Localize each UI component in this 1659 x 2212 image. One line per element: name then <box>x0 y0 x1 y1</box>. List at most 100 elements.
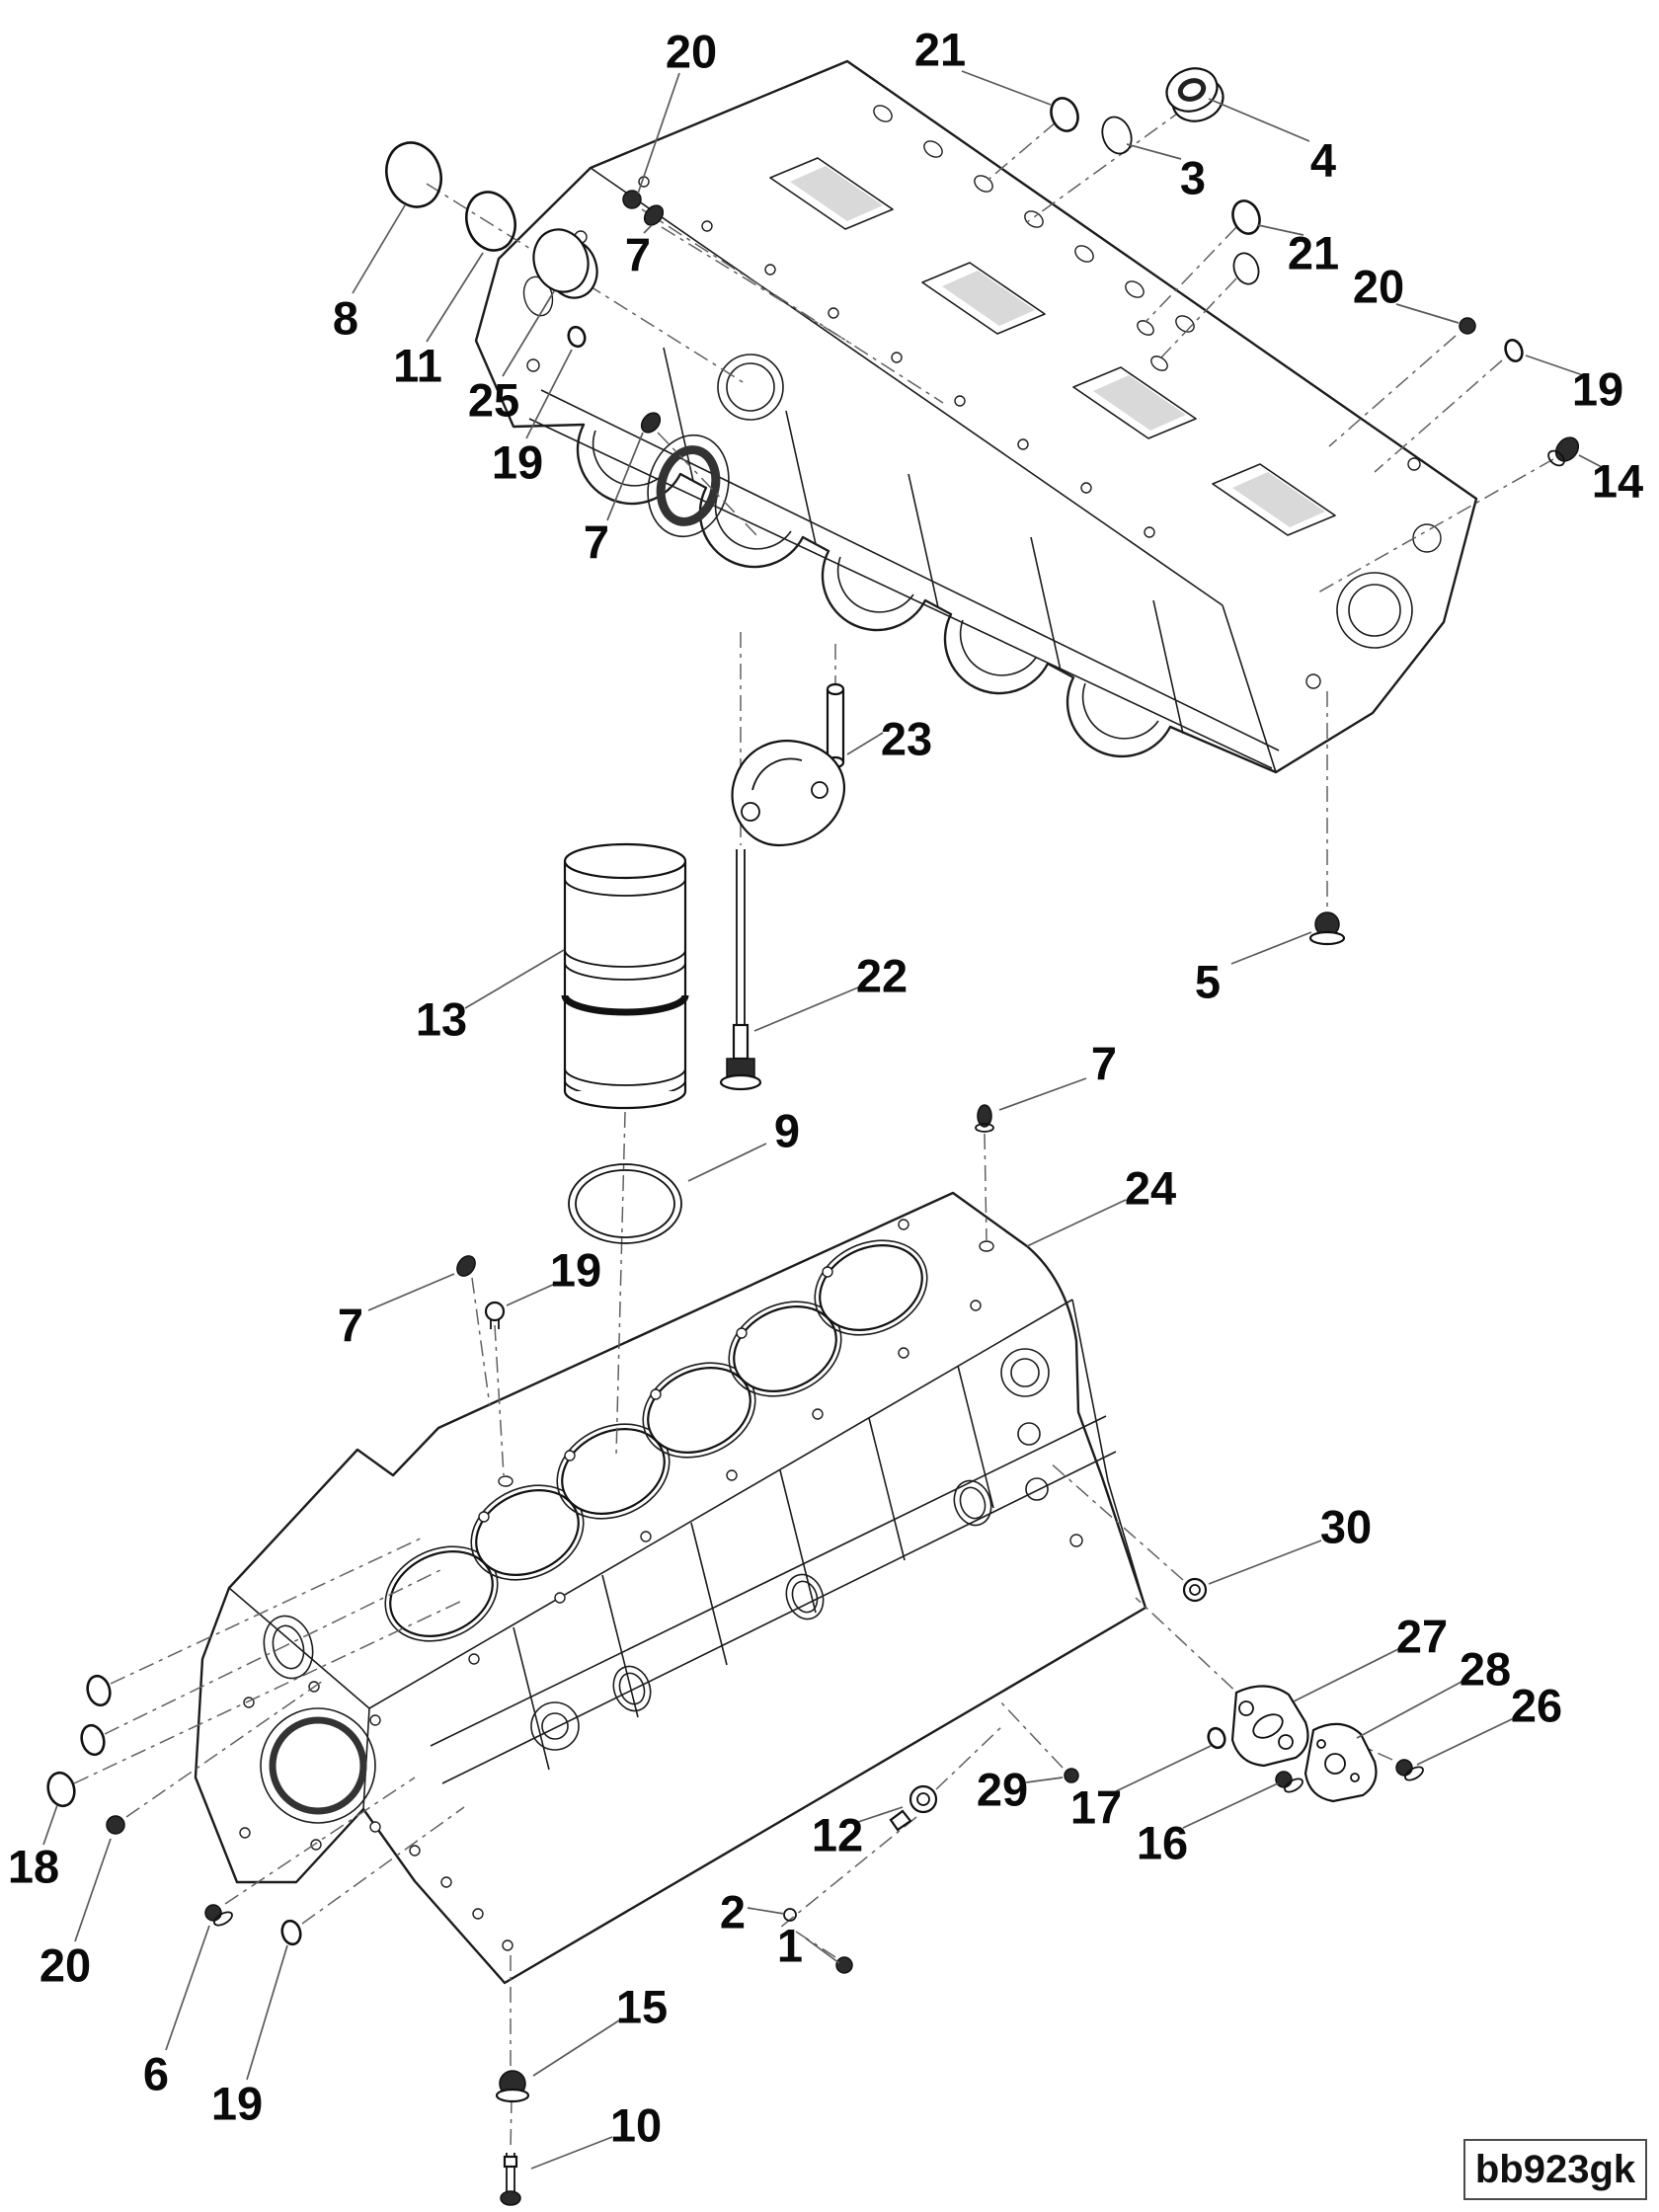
leader-line-7-9 <box>606 432 644 521</box>
callout-label-20-11: 20 <box>1353 261 1404 313</box>
callout-label-7-9: 7 <box>584 516 609 569</box>
callout-label-27-24: 27 <box>1396 1611 1448 1663</box>
callout-label-28-25: 28 <box>1460 1643 1511 1696</box>
plug-7-second <box>640 412 662 434</box>
callout-label-25-6: 25 <box>468 374 519 427</box>
cylinder-liner-13 <box>561 842 689 1110</box>
leader-line-20-0 <box>637 72 680 195</box>
leader-line-28-25 <box>1356 1681 1462 1739</box>
callout-label-9-18: 9 <box>774 1105 800 1157</box>
plug-7-upper <box>643 204 665 226</box>
callout-label-20-34: 20 <box>40 1939 91 1992</box>
plug-1 <box>835 1956 853 1974</box>
leader-line-10-38 <box>530 2136 613 2170</box>
leader-line-4-3 <box>1208 98 1310 142</box>
callout-label-7-22: 7 <box>338 1300 363 1352</box>
leader-line-13-17 <box>464 949 565 1009</box>
o-ring-2 <box>783 1908 797 1922</box>
upper-block-rear-face <box>1305 457 1442 689</box>
cylinder-bores <box>384 1239 928 1642</box>
leader-line-12-30 <box>854 1806 904 1824</box>
leader-line-21-1 <box>961 70 1052 106</box>
pan-rail-windows <box>769 157 1336 536</box>
leader-line-25-6 <box>502 290 555 377</box>
leader-line-20-11 <box>1395 303 1460 324</box>
o-ring-21-right <box>1231 199 1261 235</box>
callout-label-23-14: 23 <box>881 713 932 765</box>
leader-line-8-4 <box>352 204 406 294</box>
leader-line-20-34 <box>74 1838 112 1942</box>
leader-line-14-13 <box>1578 454 1603 468</box>
o-ring-19-left <box>567 325 587 349</box>
plug-6 <box>204 1904 233 1927</box>
lower-block-front-face <box>239 1615 514 1951</box>
callout-label-18-33: 18 <box>8 1841 59 1893</box>
pin-19-mid <box>484 1301 506 1329</box>
plug-20-bottom <box>106 1815 125 1835</box>
o-ring-18b <box>80 1723 106 1757</box>
deck-bolt-holes <box>468 1219 994 1665</box>
callout-label-10-38: 10 <box>610 2099 662 2152</box>
nut-30 <box>1182 1577 1208 1603</box>
leader-line-22-15 <box>753 987 859 1032</box>
o-ring-19-right <box>1504 339 1524 362</box>
callout-label-3-2: 3 <box>1180 152 1206 204</box>
callout-label-19-7: 19 <box>492 436 543 489</box>
leader-line-7-8 <box>643 224 653 234</box>
plug-15 <box>495 2070 530 2103</box>
cup-4 <box>1165 67 1224 122</box>
callout-label-29-29: 29 <box>977 1764 1028 1816</box>
leader-line-19-12 <box>1525 355 1587 377</box>
leader-line-9-18 <box>687 1143 767 1182</box>
leader-line-27-24 <box>1293 1648 1399 1702</box>
leader-line-29-29 <box>1025 1777 1064 1783</box>
leader-line-6-35 <box>165 1925 210 2051</box>
leader-line-19-7 <box>525 349 573 439</box>
callout-label-8-4: 8 <box>333 292 358 345</box>
o-ring-17 <box>1207 1726 1226 1750</box>
plug-14 <box>1547 436 1580 467</box>
callout-label-21-10: 21 <box>1288 227 1339 279</box>
plug-20-right <box>1459 317 1476 335</box>
callout-label-6-35: 6 <box>143 2048 169 2100</box>
o-ring-21-top <box>1050 97 1079 132</box>
leader-line-3-2 <box>1126 143 1182 160</box>
leader-line-18-33 <box>42 1804 58 1846</box>
leader-line-30-23 <box>1208 1540 1322 1585</box>
leader-line-16-28 <box>1182 1782 1279 1829</box>
leader-line-26-26 <box>1416 1717 1515 1766</box>
o-ring-9 <box>568 1163 682 1244</box>
callout-label-11-5: 11 <box>393 340 442 392</box>
bolt-16 <box>1275 1771 1304 1793</box>
callout-label-16-28: 16 <box>1137 1817 1188 1869</box>
callout-label-7-19: 7 <box>1091 1038 1117 1090</box>
callout-label-24-20: 24 <box>1125 1162 1176 1215</box>
callout-label-19-36: 19 <box>211 2078 263 2130</box>
plug-20-top <box>622 190 642 209</box>
callout-label-20-0: 20 <box>666 26 717 78</box>
callout-label-14-13: 14 <box>1592 455 1643 508</box>
leader-line-15-37 <box>532 2019 620 2077</box>
bolt-22 <box>719 849 762 1091</box>
leader-line-11-5 <box>426 252 484 343</box>
plug-7-mid-right <box>975 1104 994 1133</box>
callout-label-2-31: 2 <box>720 1886 746 1938</box>
callout-label-13-17: 13 <box>416 993 467 1046</box>
callout-label-1-32: 1 <box>777 1920 803 1972</box>
callout-label-4-3: 4 <box>1310 134 1336 187</box>
o-ring-19-bottom <box>280 1919 302 1946</box>
callout-label-26-26: 26 <box>1511 1680 1562 1732</box>
callout-label-5-16: 5 <box>1195 956 1221 1008</box>
leader-line-7-22 <box>367 1273 455 1311</box>
callout-label-21-1: 21 <box>914 24 966 76</box>
o-ring-18c <box>46 1771 76 1808</box>
bolt-10 <box>500 2153 521 2206</box>
callout-label-12-30: 12 <box>812 1809 863 1861</box>
lower-block-rear-face <box>1000 1348 1083 1547</box>
leader-line-23-14 <box>846 732 884 755</box>
lower-cylinder-block <box>194 1191 1147 1985</box>
o-ring-11 <box>465 191 516 252</box>
callout-label-19-21: 19 <box>550 1244 601 1297</box>
